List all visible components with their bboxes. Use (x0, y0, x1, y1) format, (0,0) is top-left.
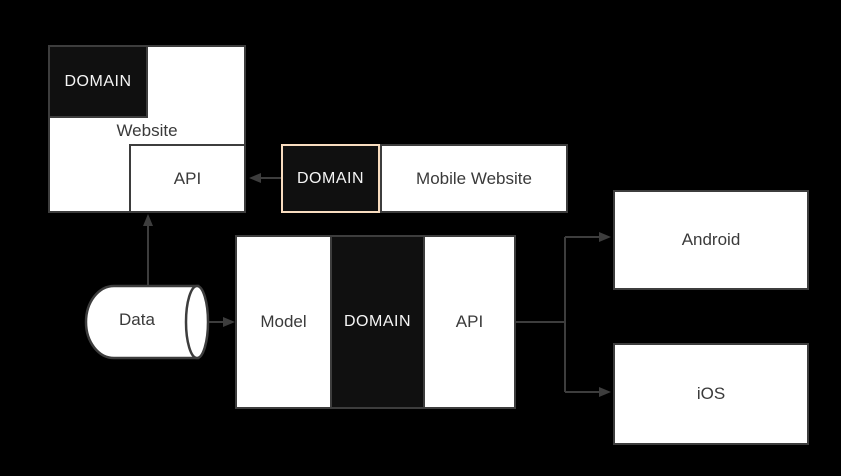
arrow-mobile-domain-to-website-api (249, 173, 281, 183)
arrow-data-to-website-api (143, 214, 153, 286)
website-domain-label: DOMAIN (64, 72, 132, 90)
website-group-label: Website (116, 121, 178, 140)
arrowhead-android (599, 232, 611, 242)
backend-domain-box: DOMAIN (330, 237, 423, 407)
mobile-website-box: Mobile Website (380, 144, 568, 213)
mobile-website-label: Mobile Website (416, 168, 532, 188)
website-api-box: API (129, 144, 246, 213)
backend-model-label: Model (260, 312, 307, 331)
arrow-api-to-apps (516, 236, 602, 393)
arrow-data-to-model (209, 317, 235, 327)
ios-label: iOS (696, 384, 726, 403)
website-api-label: API (173, 168, 202, 188)
backend-group: Model DOMAIN API (235, 235, 516, 409)
backend-api-box: API (423, 237, 514, 407)
ios-box: iOS (613, 343, 809, 445)
backend-model-box: Model (237, 237, 330, 407)
mobile-domain-box: DOMAIN (281, 144, 380, 213)
mobile-domain-label: DOMAIN (297, 169, 364, 187)
data-store-label: Data (119, 310, 155, 329)
arrowhead-ios (599, 387, 611, 397)
android-box: Android (613, 190, 809, 290)
backend-domain-label: DOMAIN (344, 313, 411, 330)
website-group: DOMAIN Website API (48, 45, 246, 213)
website-domain-box: DOMAIN (48, 45, 148, 118)
backend-api-label: API (455, 312, 484, 331)
android-label: Android (681, 230, 741, 249)
